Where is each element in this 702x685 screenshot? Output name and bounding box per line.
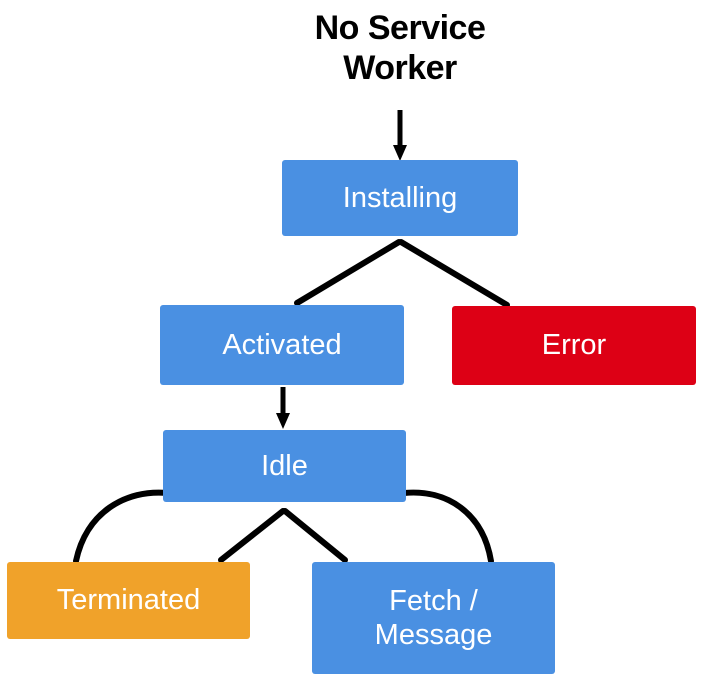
node-installing-label: Installing bbox=[342, 181, 458, 214]
node-no-service-worker-label: No Service Worker bbox=[314, 9, 486, 88]
node-no-service-worker: No Service Worker bbox=[280, 8, 520, 104]
edge-idle-to-fetch-message-curve bbox=[401, 489, 494, 564]
node-error[interactable]: Error bbox=[452, 306, 696, 385]
node-terminated[interactable]: Terminated bbox=[7, 562, 250, 639]
edge-idle-to-terminated-diagonal bbox=[218, 508, 286, 563]
edge-installing-to-error bbox=[398, 239, 510, 308]
edge-no-service-worker-to-installing bbox=[393, 110, 407, 161]
edge-idle-to-terminated-curve bbox=[73, 489, 171, 564]
node-idle[interactable]: Idle bbox=[163, 430, 406, 502]
node-activated[interactable]: Activated bbox=[160, 305, 404, 385]
edge-idle-to-fetch-message-diagonal bbox=[282, 508, 348, 563]
node-terminated-label: Terminated bbox=[56, 584, 201, 617]
node-installing[interactable]: Installing bbox=[282, 160, 518, 236]
edge-activated-to-idle bbox=[276, 387, 290, 429]
node-fetch-message[interactable]: Fetch / Message bbox=[312, 562, 555, 674]
node-fetch-message-label: Fetch / Message bbox=[374, 584, 493, 651]
node-activated-label: Activated bbox=[222, 328, 342, 361]
node-error-label: Error bbox=[541, 329, 607, 362]
edge-installing-to-activated bbox=[294, 239, 402, 306]
node-idle-label: Idle bbox=[261, 449, 308, 482]
